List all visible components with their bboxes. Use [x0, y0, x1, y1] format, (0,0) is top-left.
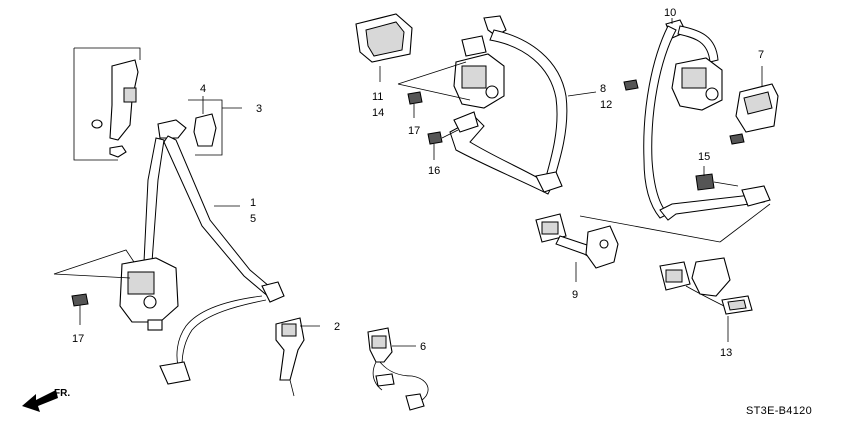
belt-webbing-vertical	[143, 137, 165, 263]
callout-13: 13	[720, 347, 732, 359]
callout-14: 14	[372, 107, 384, 119]
callout-11: 11	[372, 91, 383, 103]
callout-labels: 1 5 2 3 4 6 7 8 12 9 10 11 14 13 15 16 1…	[72, 7, 764, 359]
callout-15: 15	[698, 151, 710, 163]
callout-7: 7	[758, 49, 764, 61]
front-seat-belt-assembly	[53, 47, 320, 397]
anchor-cover-clip	[193, 113, 217, 147]
rear-buckle-with-latch	[659, 257, 753, 342]
belt-webbing-rear-outer	[643, 25, 677, 219]
front-direction-arrow: FR.	[22, 388, 70, 412]
callout-5: 5	[250, 213, 256, 225]
callout-1: 1	[250, 197, 256, 209]
arrow-icon	[22, 390, 58, 412]
callout-10: 10	[664, 7, 676, 19]
callout-12: 12	[600, 99, 612, 111]
callout-2: 2	[334, 321, 340, 333]
callout-8: 8	[600, 83, 606, 95]
rear-buckle-with-wire	[367, 327, 429, 411]
callout-17-center: 17	[408, 125, 420, 137]
callout-16: 16	[428, 165, 440, 177]
rear-outer-seat-belt	[579, 18, 779, 243]
callout-17-left: 17	[72, 333, 84, 345]
rear-buckle-pair	[535, 213, 619, 282]
callout-4: 4	[200, 83, 206, 95]
callout-6: 6	[420, 341, 426, 353]
rear-center-seat-belt	[355, 13, 597, 195]
callout-3: 3	[256, 103, 262, 115]
callout-9: 9	[572, 289, 578, 301]
adjuster-knob	[123, 87, 137, 103]
direction-label: FR.	[54, 388, 70, 399]
belt-webbing-shoulder	[163, 135, 277, 299]
diagram-code: ST3E-B4120	[746, 405, 812, 417]
